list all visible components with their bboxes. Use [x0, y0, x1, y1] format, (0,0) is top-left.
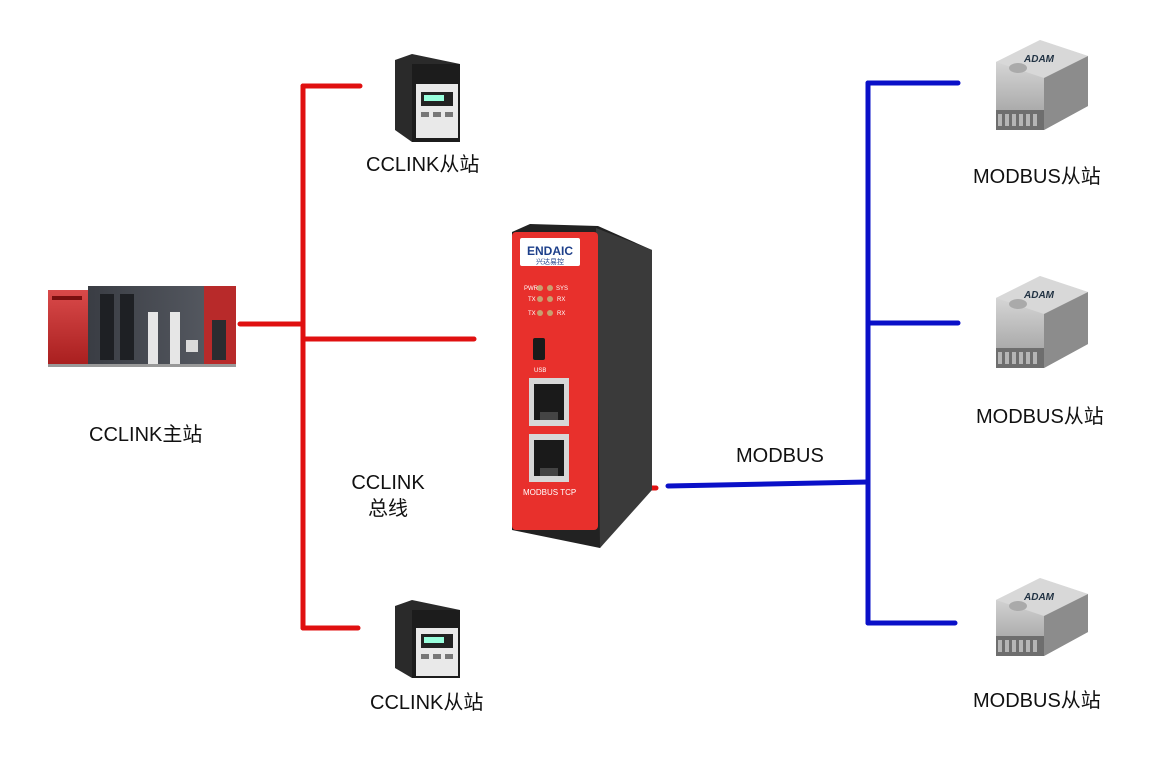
usb-port — [533, 338, 545, 360]
cclink-master-plc — [48, 286, 236, 367]
led-rx2 — [547, 310, 553, 316]
led-tx1 — [537, 296, 543, 302]
led-pwr-label: PWR — [524, 286, 539, 292]
led-pwr — [537, 285, 543, 291]
cclink-slave-drive-top — [395, 54, 460, 142]
modbus-slave-2-label: MODBUS从站 — [976, 406, 1104, 428]
modbus-trunk — [665, 479, 871, 489]
cclink-bus-label-line2: 总线 — [368, 498, 408, 520]
modbus-slave-1-label: MODBUS从站 — [973, 166, 1101, 188]
ethernet-port-2 — [529, 434, 569, 482]
ethernet-port-1 — [529, 378, 569, 426]
gateway-led-panel: PWR SYS TX RX TX RX — [524, 285, 568, 317]
cclink-bus-label: CCLINK 总线 — [340, 470, 436, 522]
modbus-slave-3-label: MODBUS从站 — [973, 690, 1101, 712]
usb-label: USB — [534, 368, 546, 374]
modbus-slave-module-1: ADAM — [996, 40, 1088, 130]
led-tx1-label: TX — [528, 297, 536, 303]
gateway-port-label: MODBUS TCP — [523, 488, 576, 497]
gateway-brand: ENDAIC — [527, 244, 573, 258]
adam-label-3: ADAM — [1023, 592, 1055, 603]
led-tx2-label: TX — [528, 311, 536, 317]
modbus-slave-module-2: ADAM — [996, 276, 1088, 368]
led-tx2 — [537, 310, 543, 316]
cclink-master-label: CCLINK主站 — [89, 424, 203, 446]
modbus-bus-lines — [665, 80, 961, 626]
cclink-slave-top-label: CCLINK从站 — [366, 154, 480, 176]
cclink-slave-bottom-label: CCLINK从站 — [370, 692, 484, 714]
led-rx1-label: RX — [557, 297, 565, 303]
modbus-bus-label: MODBUS — [736, 445, 824, 467]
adam-label-1: ADAM — [1023, 54, 1055, 65]
gateway-brand-sub: 兴达易控 — [536, 257, 564, 266]
led-rx1 — [547, 296, 553, 302]
gateway-device: ENDAIC 兴达易控 PWR SYS TX RX TX RX USB — [512, 224, 652, 548]
led-rx2-label: RX — [557, 311, 565, 317]
cclink-slave-drive-bottom — [395, 600, 460, 678]
led-sys-label: SYS — [556, 286, 568, 292]
led-sys — [547, 285, 553, 291]
adam-label-2: ADAM — [1023, 290, 1055, 301]
modbus-slave-module-3: ADAM — [996, 578, 1088, 656]
cclink-bus-label-line1: CCLINK — [351, 472, 425, 494]
